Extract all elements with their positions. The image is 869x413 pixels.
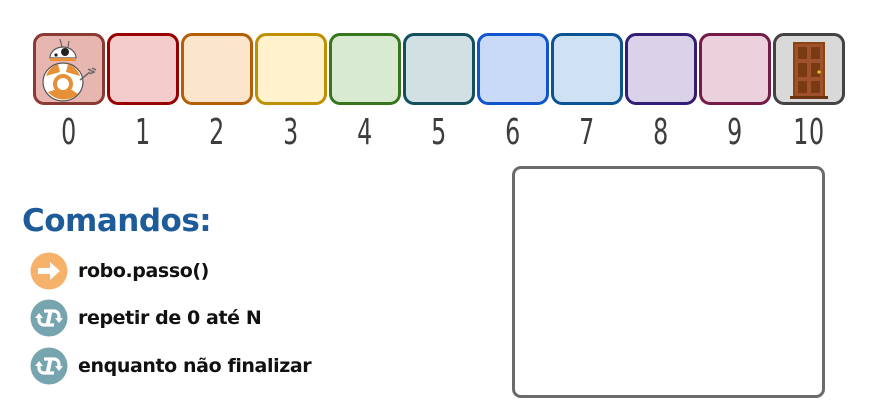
cell-number-0: 0 [61, 112, 77, 153]
cell-8 [625, 33, 697, 105]
cell-9 [699, 33, 771, 105]
command-while-label: enquanto não finalizar [78, 355, 312, 377]
cell-number-4: 4 [357, 112, 373, 153]
cell-3 [255, 33, 327, 105]
loop-icon [30, 299, 68, 337]
arrow-right-icon [30, 252, 68, 290]
door-icon [790, 42, 828, 99]
cell-track [33, 33, 849, 108]
cell-10 [773, 33, 845, 105]
cell-number-8: 8 [653, 112, 669, 153]
command-while[interactable]: enquanto não finalizar [30, 346, 312, 386]
cell-number-10: 10 [793, 112, 825, 153]
cell-number-3: 3 [283, 112, 299, 153]
loop-icon [30, 347, 68, 385]
program-box[interactable] [512, 166, 825, 398]
cell-0 [33, 33, 105, 105]
cell-number-2: 2 [209, 112, 225, 153]
cell-6 [477, 33, 549, 105]
command-repeat[interactable]: repetir de 0 até N [30, 298, 262, 338]
command-step[interactable]: robo.passo() [30, 251, 209, 291]
commands-title: Comandos: [22, 203, 212, 239]
cell-number-7: 7 [579, 112, 595, 153]
cell-7 [551, 33, 623, 105]
command-step-label: robo.passo() [78, 260, 209, 282]
cell-number-5: 5 [431, 112, 447, 153]
cell-number-row: 0 1 2 3 4 5 6 7 8 9 10 [33, 112, 849, 162]
command-repeat-label: repetir de 0 até N [78, 307, 262, 329]
cell-number-6: 6 [505, 112, 521, 153]
robot-icon [42, 38, 97, 102]
cell-2 [181, 33, 253, 105]
cell-5 [403, 33, 475, 105]
cell-4 [329, 33, 401, 105]
cell-1 [107, 33, 179, 105]
cell-number-1: 1 [135, 112, 151, 153]
cell-number-9: 9 [727, 112, 743, 153]
